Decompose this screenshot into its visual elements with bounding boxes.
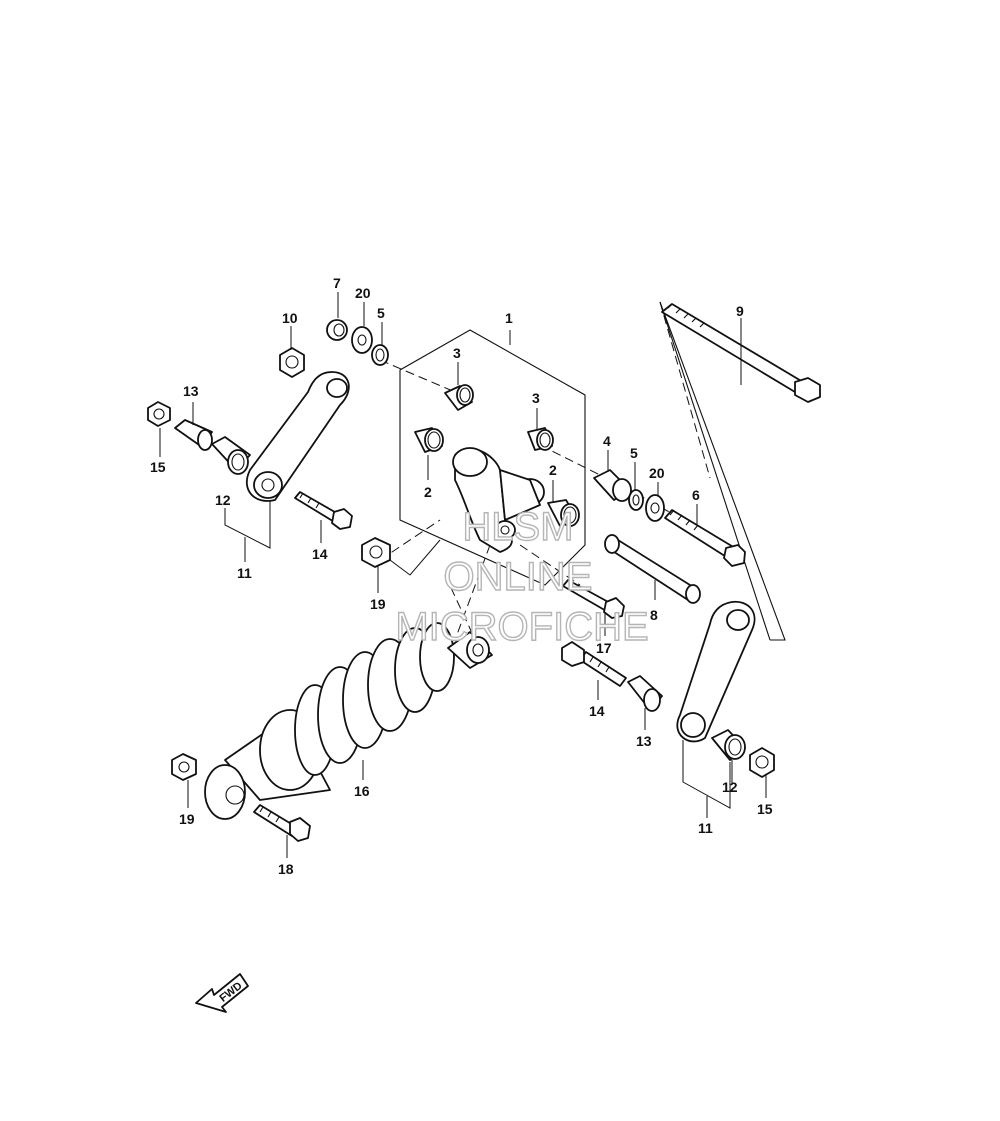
callout-14: 14	[312, 546, 328, 562]
callout-13: 13	[636, 733, 652, 749]
fwd-direction-arrow: FWD	[195, 973, 249, 1013]
callout-9: 9	[736, 303, 744, 319]
part-19-nut-upper[interactable]	[361, 537, 391, 568]
part-6-bolt[interactable]	[664, 509, 746, 567]
lever-assembly-outline	[399, 329, 586, 586]
callout-19: 19	[370, 596, 386, 612]
callout-20: 20	[649, 465, 665, 481]
part-14-bolt-left[interactable]	[294, 491, 353, 530]
callout-15: 15	[150, 459, 166, 475]
callout-20: 20	[355, 285, 371, 301]
part-19-nut-lower[interactable]	[171, 753, 197, 781]
callout-3: 3	[532, 390, 540, 406]
part-13-collar-right[interactable]	[627, 675, 663, 712]
watermark-line-2: ONLINE	[444, 555, 593, 599]
callout-11: 11	[698, 820, 713, 836]
part-20-washer-right[interactable]	[645, 494, 665, 522]
part-10-nut[interactable]	[279, 347, 305, 378]
callout-17: 17	[596, 640, 612, 656]
part-13-collar-left[interactable]	[174, 419, 213, 451]
part-17-bolt[interactable]	[562, 579, 625, 619]
part-2-bearing-left[interactable]	[414, 427, 444, 453]
callout-13: 13	[183, 383, 199, 399]
callout-5: 5	[377, 305, 385, 321]
callout-6: 6	[692, 487, 700, 503]
callout-2: 2	[549, 462, 557, 478]
part-1-cushion-lever[interactable]	[452, 447, 545, 553]
watermark: HLSM ONLINE MICROFICHE	[395, 504, 650, 649]
callout-10: 10	[282, 310, 298, 326]
part-15-nut-left[interactable]	[147, 401, 171, 427]
part-12-bearing-right[interactable]	[711, 729, 746, 761]
part-2-bearing-right[interactable]	[547, 499, 580, 527]
part-3-bearing-upper[interactable]	[444, 384, 474, 411]
bolt-9-outline	[659, 301, 786, 641]
watermark-line-3: MICROFICHE	[395, 605, 648, 649]
part-12-bearing-left[interactable]	[211, 436, 251, 475]
part-8-shaft[interactable]	[604, 534, 701, 604]
part-18-bolt[interactable]	[253, 804, 311, 842]
part-20-washer-top[interactable]	[351, 326, 373, 354]
part-7-nut[interactable]	[326, 319, 348, 341]
callout-14: 14	[589, 703, 605, 719]
part-5-spacer-right[interactable]	[628, 489, 644, 511]
callout-15: 15	[757, 801, 773, 817]
part-5-spacer-top[interactable]	[371, 344, 389, 366]
part-16-shock-absorber[interactable]	[204, 622, 493, 820]
part-11-rod-right[interactable]	[676, 600, 756, 743]
part-9-long-bolt[interactable]	[661, 303, 821, 403]
callout-19: 19	[179, 811, 195, 827]
callout-1: 1	[505, 310, 513, 326]
callout-12: 12	[215, 492, 231, 508]
callout-2: 2	[424, 484, 432, 500]
leader-lines	[159, 292, 767, 858]
bolt-9-outline-edge	[659, 301, 771, 641]
part-14-bolt-right[interactable]	[561, 641, 627, 687]
callout-11: 11	[237, 565, 252, 581]
callout-4: 4	[603, 433, 611, 449]
callout-3: 3	[453, 345, 461, 361]
callout-5: 5	[630, 445, 638, 461]
watermark-line-1: HLSM	[462, 505, 573, 549]
part-15-nut-right[interactable]	[749, 747, 775, 778]
callout-12: 12	[722, 779, 738, 795]
callout-16: 16	[354, 783, 370, 799]
assembly-dashed-lines	[379, 301, 711, 651]
callout-18: 18	[278, 861, 294, 877]
part-3-bearing-right[interactable]	[527, 427, 554, 451]
callout-7: 7	[333, 275, 341, 291]
part-4-collar[interactable]	[593, 469, 632, 502]
callout-labels: 1 2 2 3 3 4 5 5 6 7 8 9 10 11 11 12 12 1…	[150, 275, 773, 877]
callout-8: 8	[650, 607, 658, 623]
part-11-rod-left[interactable]	[245, 371, 350, 502]
